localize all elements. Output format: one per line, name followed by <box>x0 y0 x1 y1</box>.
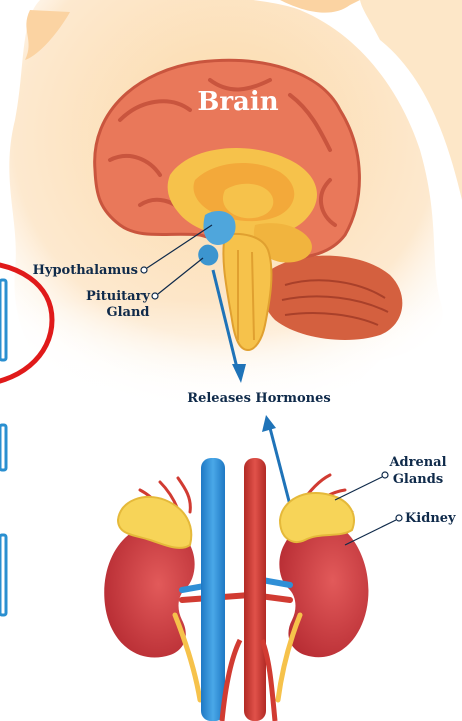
brain-label: Brain <box>197 87 278 117</box>
pituitary-label-line2: Gland <box>106 305 149 320</box>
kidney-callout: Kidney <box>345 511 456 545</box>
releases-hormones-label: Releases Hormones <box>187 391 330 406</box>
adrenal-label-line1: Adrenal <box>388 455 446 470</box>
hypothalamus-label: Hypothalamus <box>33 263 138 278</box>
vena-cava <box>201 458 225 721</box>
pituitary-label-line1: Pituitary <box>86 289 150 304</box>
left-ui-remnants <box>0 280 6 615</box>
kidney-illustration <box>104 458 368 721</box>
aorta <box>244 458 266 721</box>
adrenal-label-line2: Glands <box>393 472 443 487</box>
kidney-label: Kidney <box>405 511 456 526</box>
up-arrow <box>262 415 290 505</box>
adrenal-callout: Adrenal Glands <box>335 455 447 500</box>
